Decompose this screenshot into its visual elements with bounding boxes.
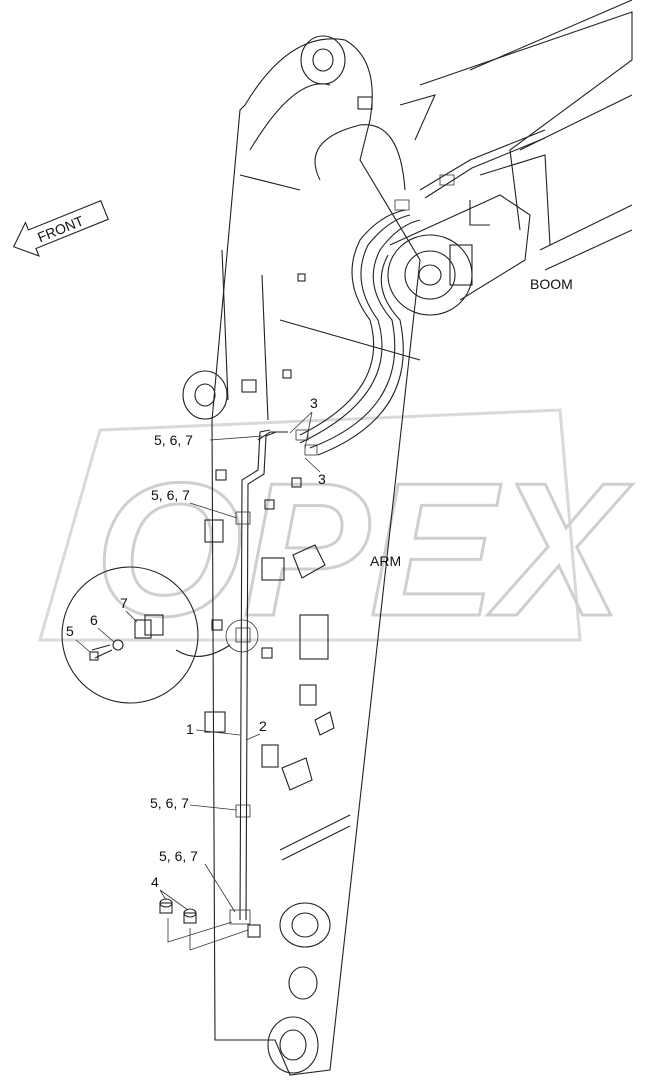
boom bbox=[387, 0, 633, 316]
arm bbox=[182, 35, 421, 1076]
boom-label: BOOM bbox=[530, 276, 573, 292]
detail-view bbox=[61, 566, 231, 704]
bottom-bolts bbox=[159, 898, 249, 951]
hydraulic-hoses bbox=[295, 129, 546, 456]
arm-label: ARM bbox=[370, 553, 401, 569]
callout-label: 5, 6, 7 bbox=[154, 432, 193, 448]
watermark: OPEX bbox=[38, 408, 635, 658]
callout-label: 1 bbox=[186, 721, 194, 737]
arm-pads bbox=[204, 273, 335, 938]
watermark-text: OPEX bbox=[95, 444, 633, 656]
callout-label: 6 bbox=[90, 612, 98, 628]
callout-label: 2 bbox=[259, 718, 267, 734]
front-arrow: FRONT bbox=[12, 200, 109, 257]
pipes bbox=[225, 429, 288, 925]
callout-label: 3 bbox=[310, 395, 318, 411]
callout-label: 5, 6, 7 bbox=[159, 848, 198, 864]
callout-label: 4 bbox=[151, 874, 159, 890]
callout-label: 5 bbox=[66, 623, 74, 639]
callouts: 5, 6, 7 3 3 5, 6, 7 7 6 5 1 2 5, 6, 7 5,… bbox=[66, 395, 326, 913]
callout-label: 5, 6, 7 bbox=[151, 487, 190, 503]
callout-label: 3 bbox=[318, 471, 326, 487]
callout-label: 5, 6, 7 bbox=[150, 795, 189, 811]
callout-label: 7 bbox=[120, 595, 128, 611]
